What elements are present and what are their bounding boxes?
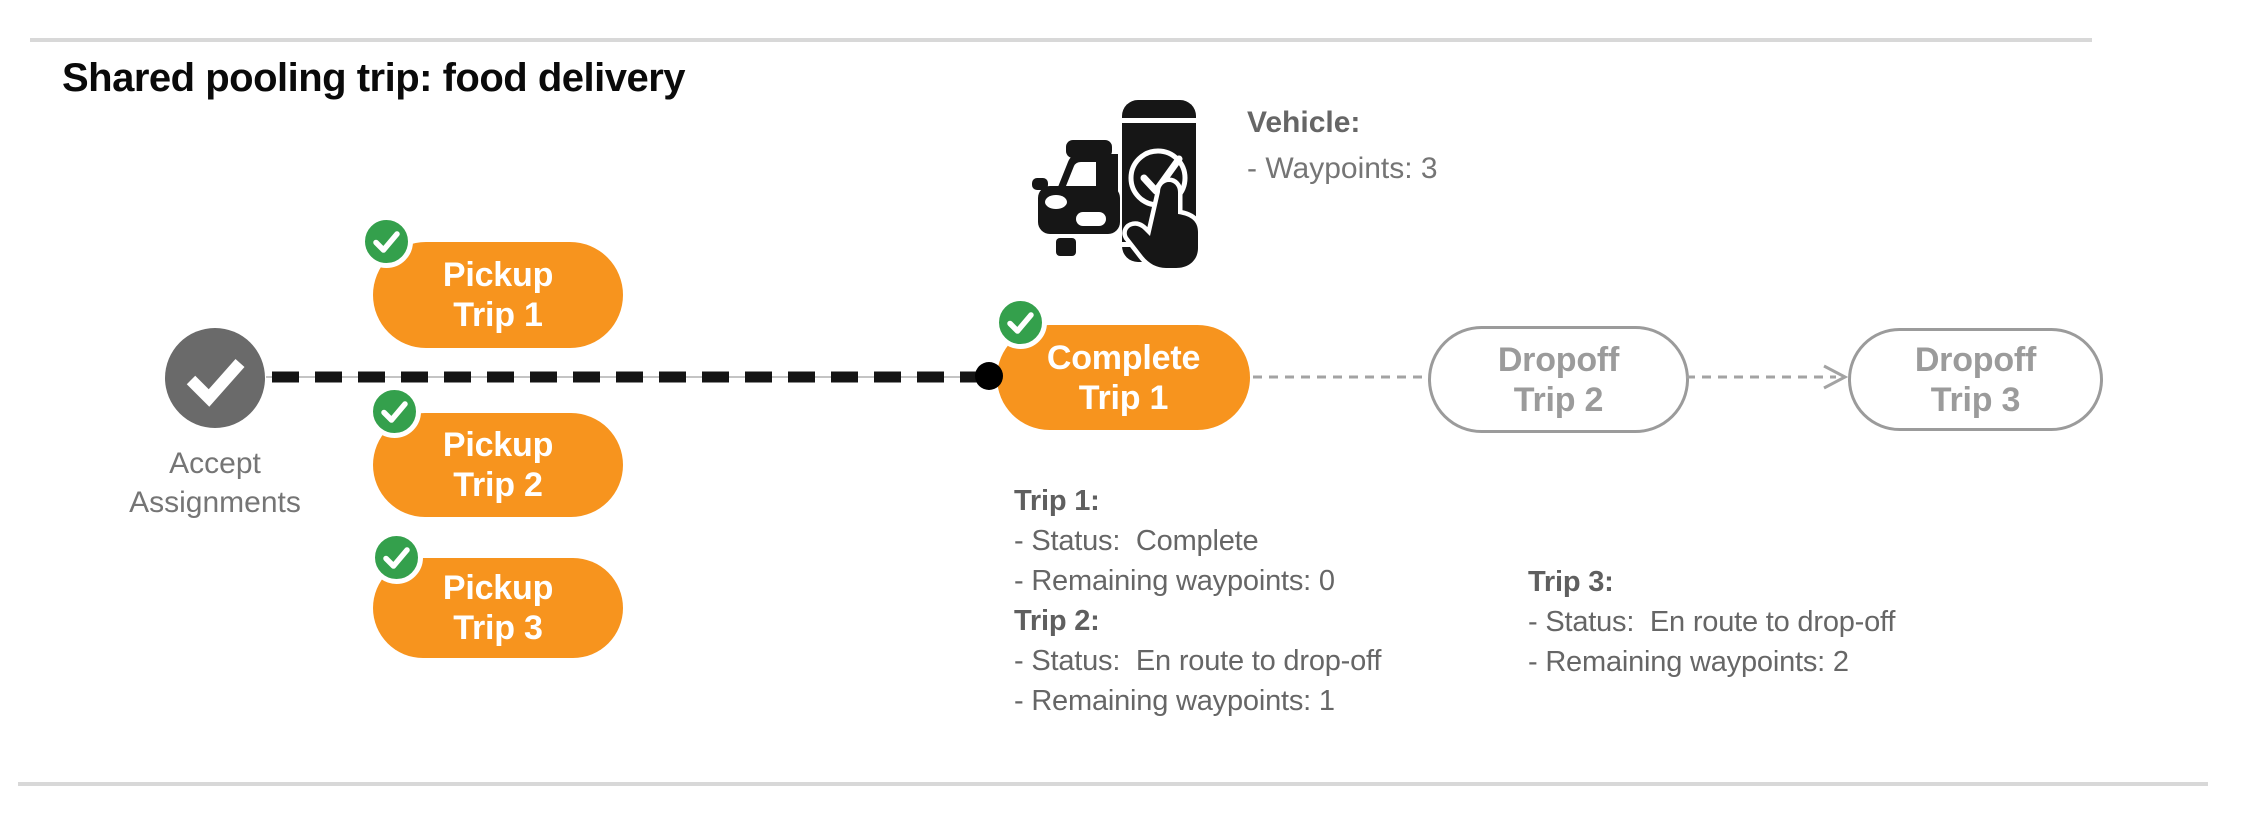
car-shape xyxy=(1032,140,1120,256)
trip-1-heading: Trip 1: xyxy=(1014,485,1100,517)
pickup-trip-3-label: Pickup Trip 3 xyxy=(442,569,554,647)
top-divider xyxy=(30,38,2092,42)
vehicle-info: Vehicle: - Waypoints: 3 xyxy=(1247,100,1438,192)
check-icon xyxy=(381,401,408,423)
check-icon xyxy=(1007,312,1034,334)
pickup-trip-1-node: Pickup Trip 1 xyxy=(373,242,623,348)
trip-2-status-line: - Status: En route to drop-off xyxy=(1014,645,1382,677)
bottom-divider xyxy=(18,782,2208,786)
dropoff-trip-3-node: Dropoff Trip 3 xyxy=(1848,328,2103,431)
pickup-trip-1-complete-badge xyxy=(360,215,413,268)
trip-status-block-2: Trip 3: - Status: En route to drop-off -… xyxy=(1528,562,1895,682)
dropoff-trip-3-label: Dropoff Trip 3 xyxy=(1914,340,2037,419)
pickup-trip-2-complete-badge xyxy=(368,385,421,438)
complete-trip-1-node: Complete Trip 1 xyxy=(997,325,1250,430)
trip-3-status-line: - Status: En route to drop-off xyxy=(1528,606,1896,638)
pickup-trip-2-label: Pickup Trip 2 xyxy=(442,426,554,504)
car-phone-check-icon xyxy=(1032,100,1198,273)
check-icon xyxy=(383,547,410,569)
dropoff-trip-2-node: Dropoff Trip 2 xyxy=(1428,326,1689,433)
vehicle-heading: Vehicle: xyxy=(1247,106,1361,139)
pickup-trip-2-node: Pickup Trip 2 xyxy=(373,413,623,517)
trip-3-heading: Trip 3: xyxy=(1528,566,1614,598)
complete-trip-1-complete-badge xyxy=(994,296,1047,349)
hand-shape xyxy=(1122,177,1198,273)
trip-2-waypoints-line: - Remaining waypoints: 1 xyxy=(1014,685,1335,717)
dropoff-trip-2-label: Dropoff Trip 2 xyxy=(1497,340,1620,419)
complete-trip-1-label: Complete Trip 1 xyxy=(1046,338,1201,417)
accept-assignments-label: Accept Assignments xyxy=(129,447,301,519)
trip-1-waypoints-line: - Remaining waypoints: 0 xyxy=(1014,565,1335,597)
trip-1-status-line: - Status: Complete xyxy=(1014,525,1259,557)
trip-2-heading: Trip 2: xyxy=(1014,605,1100,637)
pickup-trip-3-complete-badge xyxy=(370,531,423,584)
pickup-trip-1-label: Pickup Trip 1 xyxy=(442,256,554,334)
page-title: Shared pooling trip: food delivery xyxy=(62,56,686,100)
car-details xyxy=(1045,162,1106,226)
arrowhead-icon xyxy=(1823,364,1849,390)
trip-3-waypoints-line: - Remaining waypoints: 2 xyxy=(1528,646,1849,678)
vehicle-waypoints: - Waypoints: 3 xyxy=(1247,152,1438,185)
accept-assignments-node xyxy=(165,328,265,428)
check-icon xyxy=(186,359,245,407)
check-icon xyxy=(373,231,400,253)
trip-status-block-1: Trip 1: - Status: Complete - Remaining w… xyxy=(1014,481,1381,721)
